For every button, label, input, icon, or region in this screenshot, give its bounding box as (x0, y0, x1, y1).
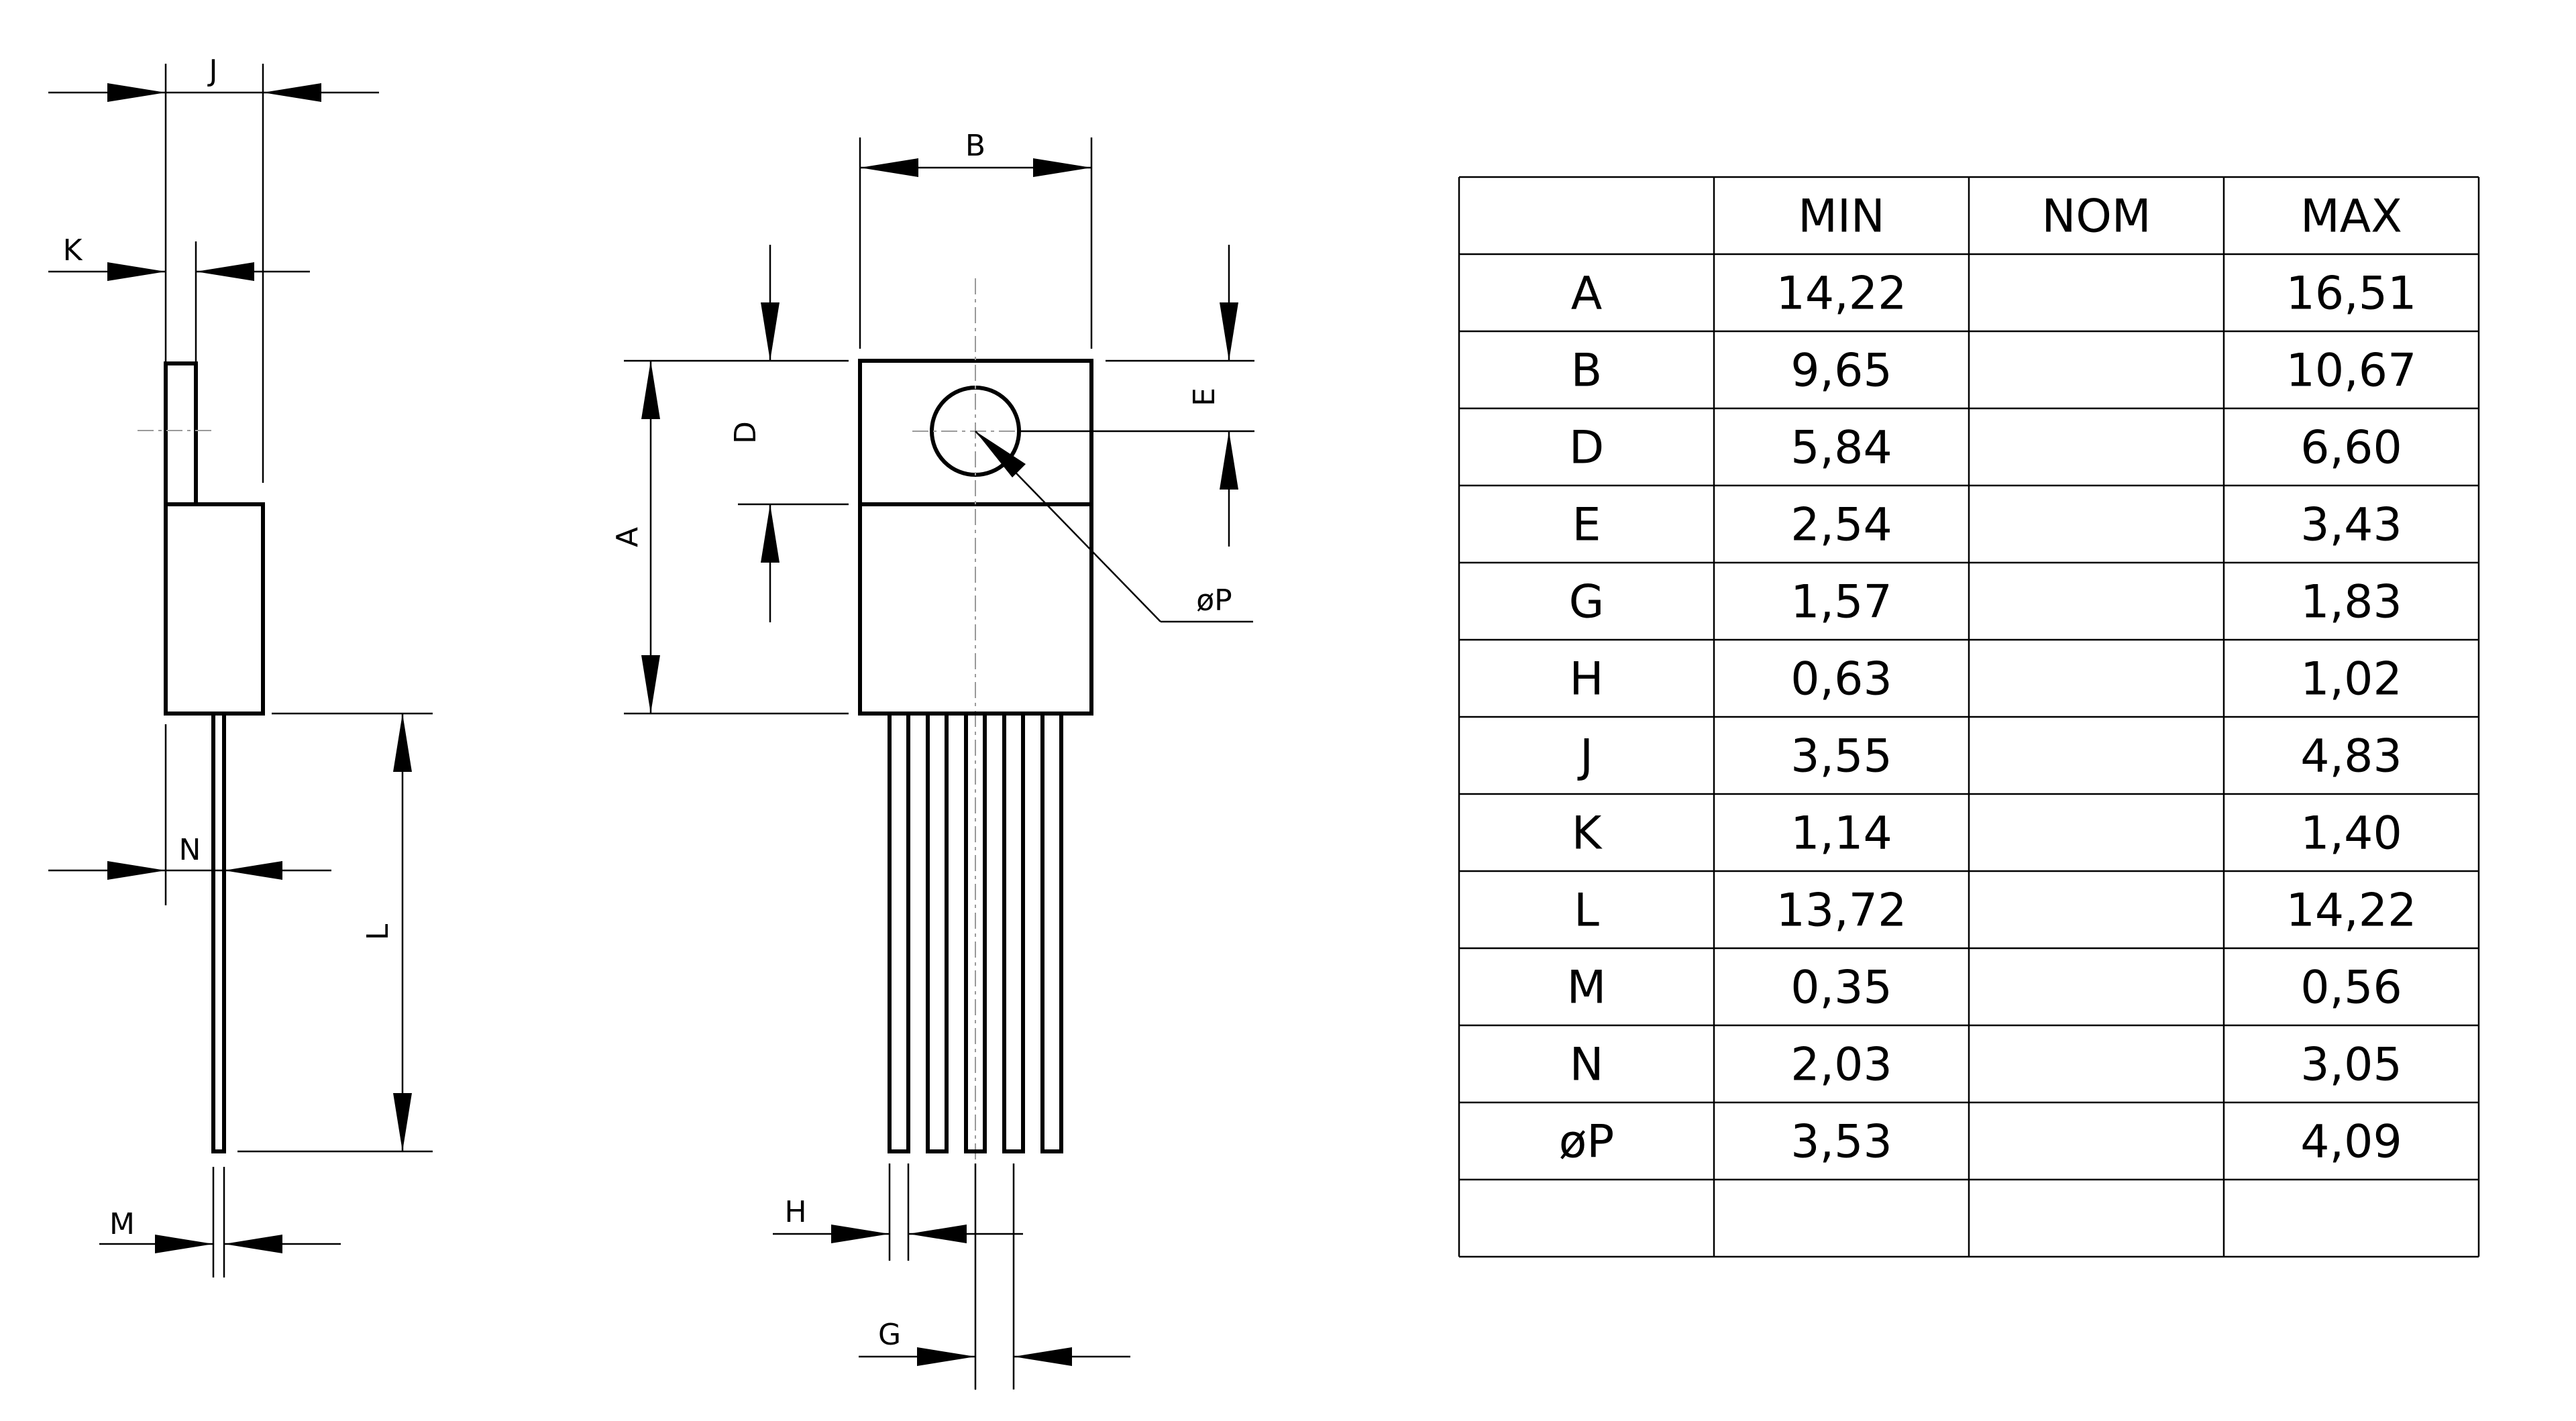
table-cell: 1,02 (2300, 653, 2402, 706)
dim-label-G: G (878, 1318, 901, 1352)
dim-label-E: E (1187, 388, 1222, 406)
table-cell: 9,65 (1790, 345, 1892, 398)
dim-B: B (859, 129, 1093, 349)
table-cell: øP (1559, 1116, 1615, 1169)
dim-K: K (48, 233, 310, 363)
lead-5 (1040, 712, 1063, 1153)
dim-A: A (610, 359, 849, 715)
dim-label-H: H (784, 1195, 806, 1229)
table-cell: 2,03 (1790, 1039, 1892, 1092)
dim-N: N (48, 724, 331, 905)
table-cell: H (1569, 653, 1603, 706)
lead-2 (926, 712, 949, 1153)
table-cell: D (1569, 422, 1604, 475)
front-leads (888, 712, 1063, 1153)
table-cell: 3,53 (1790, 1116, 1892, 1169)
table-cell: 16,51 (2286, 268, 2417, 321)
side-body (164, 502, 265, 716)
dimension-table: MIN NOM MAX A 14,22 16,51B 9,65 10,67D 5,84 6,60E… (1458, 176, 2480, 1258)
lead-3 (964, 712, 987, 1153)
table-cell: 1,14 (1790, 807, 1892, 860)
table-cell: 14,22 (2286, 885, 2417, 937)
dim-H: H (773, 1163, 1023, 1261)
table-cell: 4,83 (2300, 730, 2402, 783)
table-text: MIN NOM MAX A 14,22 16,51B 9,65 10,67D 5,84 6,60E… (1559, 190, 2417, 1169)
dim-label-K: K (63, 233, 83, 268)
dim-label-P: øP (1196, 583, 1232, 618)
table-cell: J (1577, 730, 1593, 783)
table-cell: E (1572, 499, 1601, 552)
lead-4 (1002, 712, 1025, 1153)
table-cell: 3,43 (2300, 499, 2402, 552)
dim-label-M: M (109, 1207, 135, 1241)
table-cell: 1,57 (1790, 576, 1892, 629)
table-header-cell: MAX (2300, 190, 2402, 243)
table-cell: 10,67 (2286, 345, 2417, 398)
table-cell: 0,56 (2300, 962, 2402, 1015)
table-cell: A (1571, 268, 1603, 321)
table-cell: 0,63 (1790, 653, 1892, 706)
dim-P: øP (975, 431, 1253, 623)
dim-label-A: A (610, 527, 645, 547)
table-cell: L (1574, 885, 1599, 937)
table-header-cell: NOM (2041, 190, 2151, 243)
table-cell: G (1569, 576, 1605, 629)
table-cell: 3,55 (1790, 730, 1892, 783)
dim-label-N: N (179, 833, 201, 867)
dim-label-D: D (729, 421, 763, 444)
lead-1 (888, 712, 910, 1153)
dim-L: L (237, 712, 433, 1153)
table-cell: M (1567, 962, 1607, 1015)
table-cell: 6,60 (2300, 422, 2402, 475)
dim-M: M (99, 1167, 341, 1277)
table-cell: 3,05 (2300, 1039, 2402, 1092)
side-lead (211, 712, 226, 1153)
dim-G: G (859, 1163, 1130, 1389)
front-view: B A D E (610, 129, 1254, 1391)
dim-label-L: L (361, 923, 395, 940)
table-grid (1458, 176, 2480, 1258)
table-cell: K (1572, 807, 1603, 860)
table-cell: 5,84 (1790, 422, 1892, 475)
table-cell: 1,83 (2300, 576, 2402, 629)
table-cell: 13,72 (1776, 885, 1907, 937)
table-cell: B (1571, 345, 1603, 398)
table-cell: N (1570, 1039, 1604, 1092)
dim-D: D (729, 245, 849, 622)
table-header-cell: MIN (1798, 190, 1885, 243)
table-cell: 1,40 (2300, 807, 2402, 860)
dim-E: E (1020, 245, 1254, 547)
table-cell: 0,35 (1790, 962, 1892, 1015)
table-cell: 2,54 (1790, 499, 1892, 552)
table-cell: 14,22 (1776, 268, 1907, 321)
dim-label-B: B (965, 129, 985, 163)
table-cell: 4,09 (2300, 1116, 2402, 1169)
dim-label-J: J (207, 54, 218, 88)
side-tab (164, 361, 198, 506)
dim-J: J (48, 54, 379, 483)
side-view: J K N L (48, 54, 433, 1277)
